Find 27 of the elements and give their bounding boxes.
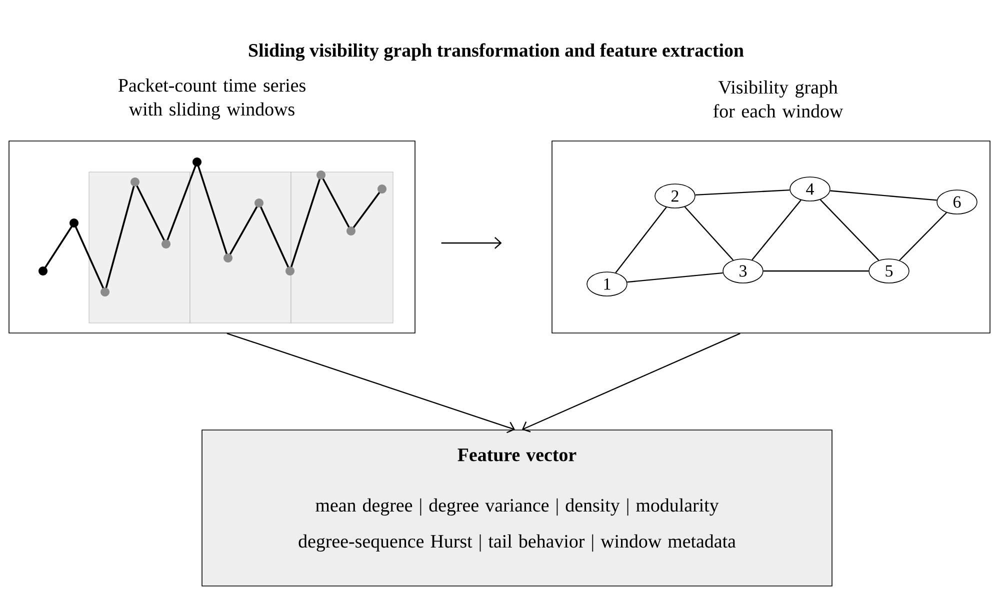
box-heading: Feature vector — [458, 448, 576, 462]
arrow — [441, 237, 502, 249]
graph-edge — [820, 199, 880, 261]
graph-edge — [695, 189, 790, 196]
graph-edge — [752, 200, 802, 260]
graph-edge — [627, 272, 723, 283]
graph-edge — [684, 206, 734, 261]
feature-list: mean degree | degree variance | density | modularity — [316, 498, 719, 516]
graph-vertex: 5 — [868, 258, 910, 284]
graph-edge — [830, 190, 937, 201]
graph-edge — [899, 212, 947, 261]
feature-list: degree-sequence Hurst | tail behavior | window metadata — [298, 534, 736, 552]
panel-heading: Visibility graph for each window — [713, 80, 844, 118]
graph-edge — [763, 270, 869, 272]
graph-vertex: 6 — [936, 190, 978, 214]
arrow — [522, 332, 740, 432]
graph-vertex: 2 — [654, 184, 696, 208]
title: Sliding visibility graph transformation and feature extraction — [249, 43, 744, 61]
panel-box — [552, 80, 990, 334]
graph-vertex: 4 — [790, 176, 830, 202]
graph-edge — [615, 206, 667, 274]
graph-vertex: 1 — [586, 272, 628, 296]
feature-box — [202, 430, 832, 586]
panel-heading: Packet-count time series with sliding windows — [118, 78, 306, 120]
panel-box — [8, 78, 416, 334]
graph-vertex: 3 — [722, 258, 764, 284]
arrow — [226, 332, 516, 434]
